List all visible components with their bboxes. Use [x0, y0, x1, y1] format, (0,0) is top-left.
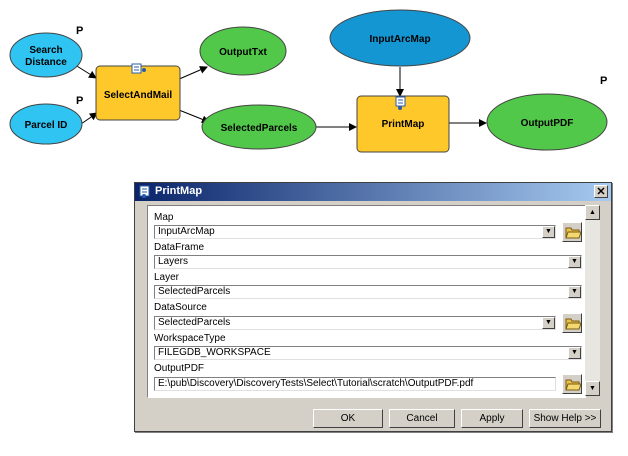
workspacetype-combobox[interactable]: FILEGDB_WORKSPACE ▼	[154, 346, 582, 360]
node-label: OutputTxt	[219, 47, 267, 58]
datasource-dropdown-button[interactable]: ▼	[542, 317, 555, 329]
map-dropdown-button[interactable]: ▼	[542, 226, 555, 238]
chevron-down-icon: ▼	[545, 319, 552, 326]
chevron-down-icon: ▼	[589, 385, 596, 392]
chevron-down-icon: ▼	[571, 288, 578, 295]
close-button[interactable]: ✕	[594, 185, 608, 198]
chevron-down-icon: ▼	[571, 349, 578, 356]
chevron-up-icon: ▲	[589, 209, 596, 216]
outputpdf-label: OutputPDF	[154, 363, 205, 374]
parameter-marker: P	[76, 95, 83, 107]
cancel-button[interactable]: Cancel	[389, 409, 455, 428]
printmap-dialog: PrintMap ✕ Map InputArcMap ▼ DataFrame L…	[134, 182, 612, 432]
map-value: InputArcMap	[158, 226, 215, 237]
outputpdf-input[interactable]: E:\pub\Discovery\DiscoveryTests\Select\T…	[154, 377, 556, 391]
layer-value: SelectedParcels	[158, 286, 231, 297]
node-print-map[interactable]: PrintMap	[356, 95, 450, 153]
dataframe-value: Layers	[158, 256, 189, 267]
dataframe-combobox[interactable]: Layers ▼	[154, 255, 582, 269]
dialog-title: PrintMap	[155, 185, 203, 197]
connectors	[71, 62, 487, 131]
node-label: PrintMap	[382, 119, 425, 130]
map-browse-button[interactable]	[562, 222, 582, 242]
tool-icon	[139, 185, 150, 198]
apply-button[interactable]: Apply	[461, 409, 523, 428]
node-output-txt[interactable]: OutputTxt	[199, 26, 287, 76]
datasource-value: SelectedParcels	[158, 317, 231, 328]
scroll-down-button[interactable]: ▼	[585, 381, 600, 396]
layer-dropdown-button[interactable]: ▼	[568, 286, 581, 298]
node-parcel-id[interactable]: Parcel ID	[9, 103, 83, 145]
map-combobox[interactable]: InputArcMap ▼	[154, 225, 556, 239]
chevron-down-icon: ▼	[571, 258, 578, 265]
folder-icon	[565, 379, 581, 391]
node-input-arcmap[interactable]: InputArcMap	[329, 9, 471, 67]
folder-icon	[565, 227, 581, 239]
outputpdf-value: E:\pub\Discovery\DiscoveryTests\Select\T…	[158, 378, 474, 389]
layer-label: Layer	[154, 272, 180, 283]
dataframe-label: DataFrame	[154, 242, 205, 253]
script-tool-icon	[131, 63, 146, 74]
dialog-titlebar[interactable]: PrintMap ✕	[135, 183, 611, 201]
connector-parcel-to-select	[80, 112, 98, 125]
parameters-panel: Map InputArcMap ▼ DataFrame Layers ▼ Lay…	[147, 205, 586, 398]
node-select-and-mail[interactable]: SelectAndMail	[95, 63, 181, 121]
chevron-down-icon: ▼	[545, 228, 552, 235]
connector-select-to-outputtxt	[176, 66, 208, 81]
scroll-up-button[interactable]: ▲	[585, 205, 600, 220]
node-search-distance[interactable]: Search Distance	[9, 32, 83, 78]
folder-icon	[565, 318, 581, 330]
datasource-label: DataSource	[154, 302, 207, 313]
datasource-combobox[interactable]: SelectedParcels ▼	[154, 316, 556, 330]
datasource-browse-button[interactable]	[562, 313, 582, 333]
map-label: Map	[154, 212, 174, 223]
vertical-scrollbar[interactable]: ▲ ▼	[585, 205, 600, 396]
ok-button[interactable]: OK	[313, 409, 383, 428]
layer-combobox[interactable]: SelectedParcels ▼	[154, 285, 582, 299]
connector-select-to-selectedparcels	[178, 109, 210, 124]
workspacetype-dropdown-button[interactable]: ▼	[568, 347, 581, 359]
workspacetype-label: WorkspaceType	[154, 333, 226, 344]
node-label: InputArcMap	[369, 34, 430, 45]
parameter-marker: P	[76, 25, 83, 37]
parameter-marker: P	[600, 75, 607, 87]
node-label: Search	[29, 45, 62, 56]
dataframe-dropdown-button[interactable]: ▼	[568, 256, 581, 268]
workspacetype-value: FILEGDB_WORKSPACE	[158, 347, 271, 358]
node-output-pdf[interactable]: OutputPDF	[486, 93, 608, 151]
node-label: SelectedParcels	[221, 123, 298, 134]
model-diagram: Search Distance P Parcel ID P SelectAndM…	[9, 9, 608, 153]
node-label: SelectAndMail	[104, 90, 173, 101]
outputpdf-browse-button[interactable]	[562, 374, 582, 394]
node-selected-parcels[interactable]: SelectedParcels	[201, 104, 317, 150]
node-label: Distance	[25, 57, 67, 68]
node-label: Parcel ID	[25, 120, 68, 131]
node-label: OutputPDF	[521, 118, 574, 129]
script-tool-icon	[395, 96, 406, 110]
show-help-button[interactable]: Show Help >>	[529, 409, 601, 428]
close-icon: ✕	[596, 186, 606, 198]
